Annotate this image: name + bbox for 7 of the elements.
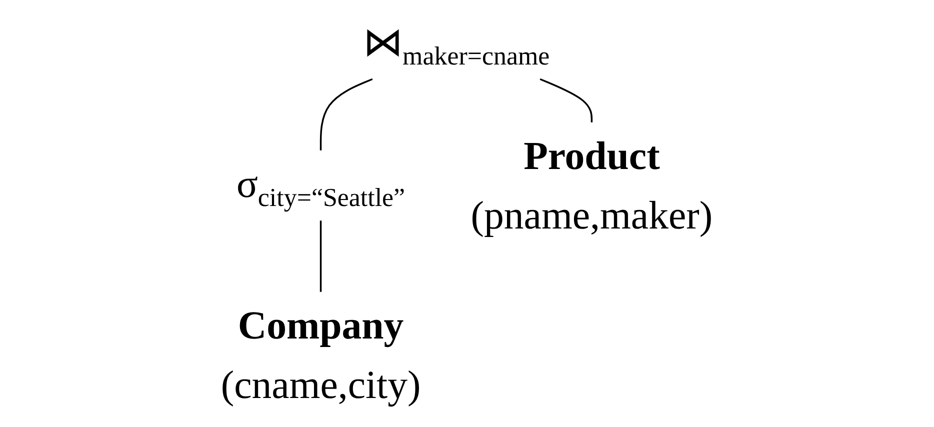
connector — [540, 78, 593, 122]
node-text: σ$_{city=“Seattle”}$ — [236, 162, 406, 212]
node-text: Product (pname,maker) — [471, 134, 713, 238]
node-text: Company (cname,city) — [221, 303, 421, 407]
connector — [320, 220, 322, 292]
connector — [320, 78, 373, 150]
node-text: ⋈$_{maker=cname}$ — [363, 20, 550, 70]
